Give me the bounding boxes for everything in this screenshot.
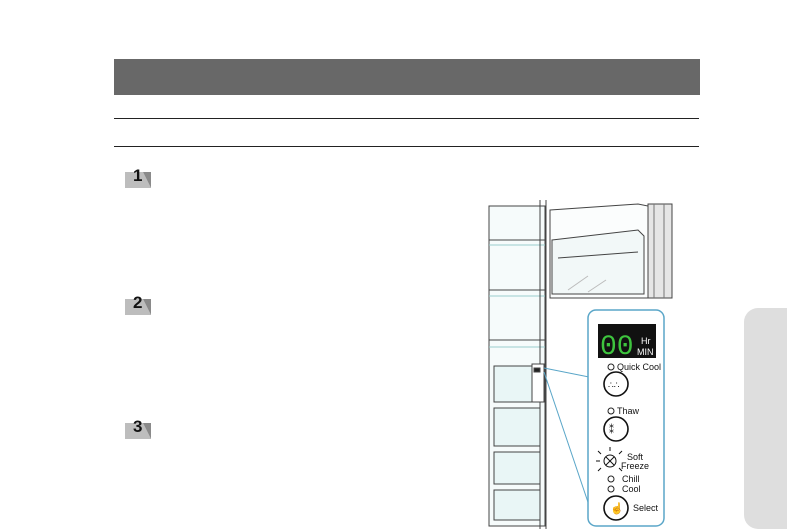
step-badge-shape <box>125 172 151 188</box>
chapter-side-tab <box>744 308 787 529</box>
cool-indicator-icon <box>607 485 615 493</box>
step-number: 3 <box>133 417 143 436</box>
soft-freeze-label-line1: Soft <box>627 452 644 462</box>
quick-cool-button[interactable] <box>603 371 629 397</box>
quick-cool-label: Quick Cool <box>617 362 661 372</box>
control-panel-frame <box>587 309 665 527</box>
thaw-label: Thaw <box>617 406 640 416</box>
section-header-bar <box>114 59 700 95</box>
chill-indicator-icon <box>607 475 615 483</box>
cool-label: Cool <box>622 484 641 494</box>
refrigerator-illustration: 00 Hr MIN Quick Cool ∴∴ Thaw ⁑ Soft Free… <box>488 200 673 529</box>
step-number: 2 <box>133 293 143 312</box>
display-digits: 00 <box>600 332 634 363</box>
fridge-interior-icon <box>488 200 547 529</box>
chill-label: Chill <box>622 474 640 484</box>
select-button[interactable] <box>603 495 629 521</box>
soft-freeze-label-line2: Freeze <box>621 461 649 471</box>
section-rule-top <box>114 118 699 119</box>
quick-cool-indicator-icon <box>607 363 615 371</box>
section-rule-bottom <box>114 146 699 147</box>
hand-press-icon: ☝ <box>610 501 624 515</box>
step-badge-shape <box>125 423 151 439</box>
callout-line <box>543 367 595 379</box>
step-1-badge: 1 <box>125 166 151 188</box>
display-unit-min: MIN <box>637 347 654 357</box>
control-panel-display <box>598 324 656 358</box>
callout-line <box>543 371 595 521</box>
display-unit-hr: Hr <box>641 336 651 346</box>
snowflake-icon: ∴∴ <box>608 380 620 390</box>
select-label: Select <box>633 503 659 513</box>
thaw-indicator-icon <box>607 407 615 415</box>
step-2-badge: 2 <box>125 293 151 315</box>
thaw-button[interactable] <box>603 416 629 442</box>
droplet-icon: ⁑ <box>609 424 614 436</box>
step-badge-shape <box>125 299 151 315</box>
step-number: 1 <box>133 166 143 185</box>
step-3-badge: 3 <box>125 417 151 439</box>
soft-freeze-indicator-icon <box>596 447 623 472</box>
fridge-door-icon <box>549 203 673 299</box>
